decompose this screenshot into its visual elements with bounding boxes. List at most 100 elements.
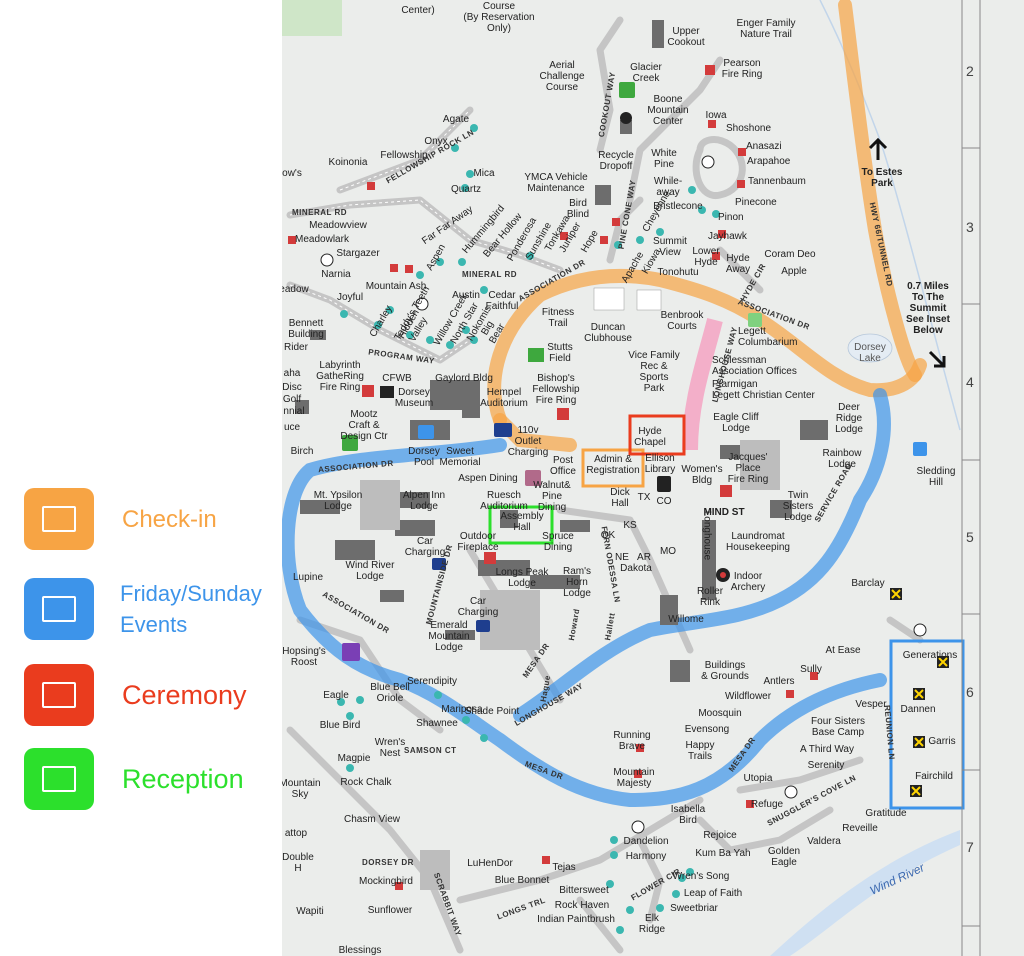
map-label-meadowlark: Meadowlark xyxy=(295,234,349,245)
map-label-mica: Mica xyxy=(473,168,495,179)
map-label-quartz: Quartz xyxy=(450,184,482,195)
map-label-blessings: Blessings xyxy=(338,945,382,956)
map-label-onyx: Onyx xyxy=(424,136,448,147)
map-label-bennett: Bennett Building xyxy=(288,318,324,340)
map-label-sweetbriar: Sweetbriar xyxy=(670,903,718,914)
map-label-dakota: Dakota xyxy=(620,563,652,574)
map-label-wildflower: Wildflower xyxy=(724,691,772,702)
map-label-rider: Rider xyxy=(284,342,308,353)
checkin-box xyxy=(581,448,645,488)
grid-ruler xyxy=(961,0,981,956)
map-label-bristlecone: Bristlecone xyxy=(653,201,703,212)
map-label-gratitude: Gratitude xyxy=(865,808,907,819)
grid-number-2: 2 xyxy=(966,63,974,79)
red-markers xyxy=(288,65,818,890)
hwy66-checkin-route xyxy=(838,0,922,382)
legend-swatch-reception xyxy=(24,748,94,810)
map-label-eadow: eadow xyxy=(282,284,309,295)
legend-label-checkin: Check-in xyxy=(122,505,217,533)
map-label-twin-sisters: Twin Sisters Lodge xyxy=(782,490,814,523)
map-label-generations: Generations xyxy=(902,650,958,661)
map-label-benbrook: Benbrook Courts xyxy=(660,310,704,332)
map-label-valdera: Valdera xyxy=(807,836,841,847)
map-label-mockingbird: Mockingbird xyxy=(359,876,413,887)
event-cabin-markers xyxy=(890,588,949,797)
map-label-fitness: Fitness Trail xyxy=(541,307,575,329)
grid-number-5: 5 xyxy=(966,529,974,545)
map-label-dick-hall: Dick Hall xyxy=(610,487,630,509)
map-legend: Check-in Friday/Sunday Events Ceremony R… xyxy=(0,0,282,956)
map-label-labyrinth: Labyrinth GatheRing Fire Ring xyxy=(316,360,364,393)
map-label-stargazer: Stargazer xyxy=(336,248,380,259)
map-label-bishops: Bishop's Fellowship Fire Ring xyxy=(532,373,580,406)
map-label-hyde-away: Hyde Away xyxy=(725,253,751,275)
map-label-dorsey-lake: Dorsey Lake xyxy=(854,342,886,364)
map-label-elk-ridge: Elk Ridge xyxy=(638,913,666,935)
map-label-legett-christian: Legett Christian Center xyxy=(712,390,815,401)
map-label-white-pine: White Pine xyxy=(651,148,677,170)
legend-label-reception: Reception xyxy=(122,763,244,794)
parking-areas xyxy=(360,440,780,890)
map-label-uce: uce xyxy=(283,422,301,433)
map-label-indoor-archery: Indoor Archery xyxy=(730,571,766,593)
map-label-birch: Birch xyxy=(290,446,314,457)
map-label-admin: Admin & Registration xyxy=(586,454,640,476)
road-dorsey-dr: DORSEY DR xyxy=(362,858,414,867)
map-label-tannenbaum: Tannenbaum xyxy=(748,176,806,187)
legend-label-events-line2: Events xyxy=(120,612,188,637)
map-label-fellowship: Fellowship xyxy=(380,150,428,161)
map-label-bird-blind: Bird Blind xyxy=(566,198,590,220)
map-label-tx: TX xyxy=(637,492,651,503)
map-label-car-charging2: Car Charging xyxy=(457,596,499,618)
map-label-shawnee: Shawnee xyxy=(416,718,458,729)
cabin-markers xyxy=(337,124,720,934)
map-label-vice-family: Vice Family Rec & Sports Park xyxy=(628,350,680,394)
map-label-moosquin: Moosquin xyxy=(698,708,742,719)
map-label-hopsings-left: ow's xyxy=(282,168,302,179)
map-label-aha: aha xyxy=(283,368,301,379)
campus-map[interactable]: Center) Course (By Reservation Only) Upp… xyxy=(282,0,1024,956)
map-label-wrens-song: Wren's Song xyxy=(672,871,730,882)
map-label-rejoice: Rejoice xyxy=(703,830,737,841)
map-label-pinecone: Pinecone xyxy=(735,197,777,208)
map-label-aerial: Aerial Challenge Course xyxy=(539,60,585,93)
map-label-apple: Apple xyxy=(781,266,807,277)
map-label-mariposa: Mariposa xyxy=(441,704,483,715)
map-label-whileaway: While- away xyxy=(653,176,683,198)
map-label-fairchild: Fairchild xyxy=(915,771,953,782)
map-label-center: Center) xyxy=(401,5,435,16)
map-label-running-brave: Running Brave xyxy=(613,730,651,752)
map-label-blue-bell: Blue Bell Oriole xyxy=(370,682,410,704)
map-label-hempel: Hempel Auditorium xyxy=(480,387,528,409)
map-label-utopia: Utopia xyxy=(743,773,773,784)
map-label-sweet-memorial: Sweet Memorial xyxy=(439,446,481,468)
map-label-refuge: Refuge xyxy=(750,799,784,810)
map-label-nnial: nnial xyxy=(283,406,305,417)
map-label-at-ease: At Ease xyxy=(825,645,861,656)
map-label-luhendor: LuHenDor xyxy=(467,858,513,869)
legend-swatch-ceremony xyxy=(24,664,94,726)
wind-river-water xyxy=(770,830,960,956)
map-label-indian-paintbrush: Indian Paintbrush xyxy=(537,914,615,925)
map-label-koinonia: Koinonia xyxy=(328,157,368,168)
map-label-eagle: Eagle xyxy=(323,690,349,701)
map-label-cfwb: CFWB xyxy=(382,373,412,384)
map-label-double-h: Double H xyxy=(282,852,314,874)
map-label-stutts: Stutts Field xyxy=(547,342,573,364)
map-label-ks: KS xyxy=(623,520,637,531)
map-label-outlet: 110v Outlet Charging xyxy=(507,425,549,458)
longhouse-way-highlight xyxy=(682,318,723,451)
map-label-ptarmigan: Ptarmigan xyxy=(712,379,758,390)
map-label-hopsings: Hopsing's Roost xyxy=(282,646,326,668)
map-label-iowa: Iowa xyxy=(705,110,727,121)
legend-item-events: Friday/Sunday Events xyxy=(24,578,262,640)
map-label-garris: Garris xyxy=(928,736,956,747)
map-label-buildings-grounds: Buildings & Grounds xyxy=(701,660,749,682)
events-box xyxy=(889,639,965,810)
map-label-barclay: Barclay xyxy=(851,578,885,589)
map-label-jayhawk: Jayhawk xyxy=(708,231,747,242)
map-label-car-charging: Car Charging xyxy=(404,536,446,558)
legend-label-events-line1: Friday/Sunday xyxy=(120,581,262,606)
map-label-shade-point: Shade Point xyxy=(464,706,520,717)
reception-box xyxy=(488,505,554,545)
